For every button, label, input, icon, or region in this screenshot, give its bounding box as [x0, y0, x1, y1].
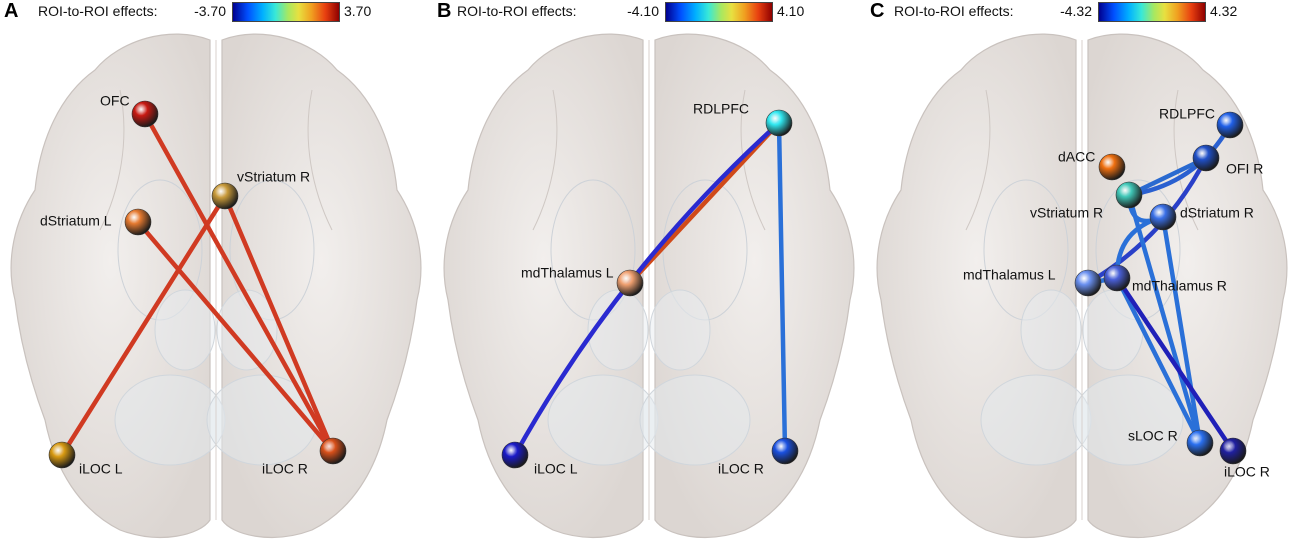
colorbar-min: -4.10 — [627, 3, 659, 19]
node-iloc-r — [771, 437, 799, 465]
node-label-iloc-r: iLOC R — [262, 461, 308, 477]
node-mdthalamus-l — [1074, 269, 1102, 297]
colorbar-min: -4.32 — [1060, 3, 1092, 19]
node-rdlpfc — [765, 109, 793, 137]
node-label-iloc-r: iLOC R — [718, 461, 764, 477]
node-label-iloc-l: iLOC L — [79, 461, 123, 477]
node-ofc — [131, 100, 159, 128]
colorbar — [1098, 2, 1206, 22]
edges — [1085, 122, 1236, 454]
edge-dstriatum-l-to-iloc-r — [135, 219, 336, 454]
colorbar-min: -3.70 — [194, 3, 226, 19]
colorbar-label: ROI-to-ROI effects: — [38, 3, 158, 19]
colorbar-label: ROI-to-ROI effects: — [457, 3, 577, 19]
colorbar-max: 4.10 — [777, 3, 805, 19]
edge-mdthalamus-r-to-iloc-r — [1114, 275, 1236, 454]
node-sloc-r — [1186, 429, 1214, 457]
node-iloc-r — [319, 437, 347, 465]
nodes: OFC vStriatum R dStriatum L iLOC L iLOC R — [40, 93, 347, 477]
node-iloc-l — [48, 441, 76, 469]
colorbar-label: ROI-to-ROI effects: — [894, 3, 1014, 19]
brain-network-a: OFC vStriatum R dStriatum L iLOC L iLOC R — [10, 33, 422, 539]
node-label-ofi-r: OFI R — [1226, 161, 1263, 177]
panel-letter: A — [4, 0, 19, 22]
node-vstriatum-r — [1115, 181, 1143, 209]
edge-dstriatum-r-to-sloc-r — [1160, 214, 1203, 446]
brain-network-c: RDLPFC dACC OFI R vStriatum R dStriatum R mdT… — [876, 33, 1288, 539]
nodes: RDLPFC mdThalamus L iLOC L iLOC R — [501, 101, 799, 477]
edge-ofc-to-iloc-r — [142, 111, 336, 454]
edge-vstriatum-r-to-iloc-l — [59, 193, 228, 458]
panel-b: B ROI-to-ROI effects: -4.10 4.10 RDLPFC m… — [433, 0, 866, 547]
node-iloc-r — [1219, 437, 1247, 465]
node-label-dacc: dACC — [1058, 149, 1095, 165]
node-dacc — [1098, 153, 1126, 181]
nodes: RDLPFC dACC OFI R vStriatum R dStriatum R mdT… — [963, 106, 1270, 480]
brain-outline — [10, 33, 422, 539]
node-vstriatum-r — [211, 182, 239, 210]
edge-rdlpfc-to-vstriatum-r — [1126, 122, 1233, 198]
colorbar-max: 4.32 — [1210, 3, 1238, 19]
brain-network-b: RDLPFC mdThalamus L iLOC L iLOC R — [443, 33, 855, 539]
node-label-iloc-l: iLOC L — [534, 461, 578, 477]
node-label-sloc-r: sLOC R — [1128, 428, 1178, 444]
node-label-rdlpfc: RDLPFC — [1159, 106, 1215, 122]
node-label-rdlpfc: RDLPFC — [693, 101, 749, 117]
edge-vstriatum-r-to-iloc-r — [222, 193, 336, 454]
brain-outline — [876, 33, 1288, 539]
node-label-vstriatum-r: vStriatum R — [1030, 205, 1103, 221]
node-ofi-r — [1192, 144, 1220, 172]
edges — [59, 111, 336, 458]
brain-outline — [443, 33, 855, 539]
node-rdlpfc — [1216, 111, 1244, 139]
node-label-iloc-r: iLOC R — [1224, 464, 1270, 480]
node-label-mdthalamus-l: mdThalamus L — [963, 267, 1056, 283]
panel-letter: C — [870, 0, 885, 22]
panel-letter: B — [437, 0, 452, 22]
colorbar — [232, 2, 340, 22]
node-label-vstriatum-r: vStriatum R — [237, 169, 310, 185]
node-dstriatum-r — [1149, 203, 1177, 231]
edge-rdlpfc-to-iloc-r — [776, 120, 788, 454]
edge-mdthalamus-r-to-sloc-r — [1114, 275, 1203, 446]
node-label-dstriatum-l: dStriatum L — [40, 213, 112, 229]
node-label-mdthalamus-r: mdThalamus R — [1132, 278, 1227, 294]
node-label-mdthalamus-l: mdThalamus L — [521, 265, 614, 281]
colorbar — [665, 2, 773, 22]
node-label-ofc: OFC — [100, 93, 130, 109]
node-label-dstriatum-r: dStriatum R — [1180, 205, 1254, 221]
colorbar-max: 3.70 — [344, 3, 372, 19]
panel-a: A ROI-to-ROI effects: -3.70 3.70 OFC vStr… — [0, 0, 433, 547]
node-mdthalamus-r — [1103, 264, 1131, 292]
node-dstriatum-l — [124, 208, 152, 236]
node-mdthalamus-l — [616, 269, 644, 297]
panel-c: C ROI-to-ROI effects: -4.32 4.32 RDLPFC d… — [866, 0, 1299, 547]
node-iloc-l — [501, 441, 529, 469]
